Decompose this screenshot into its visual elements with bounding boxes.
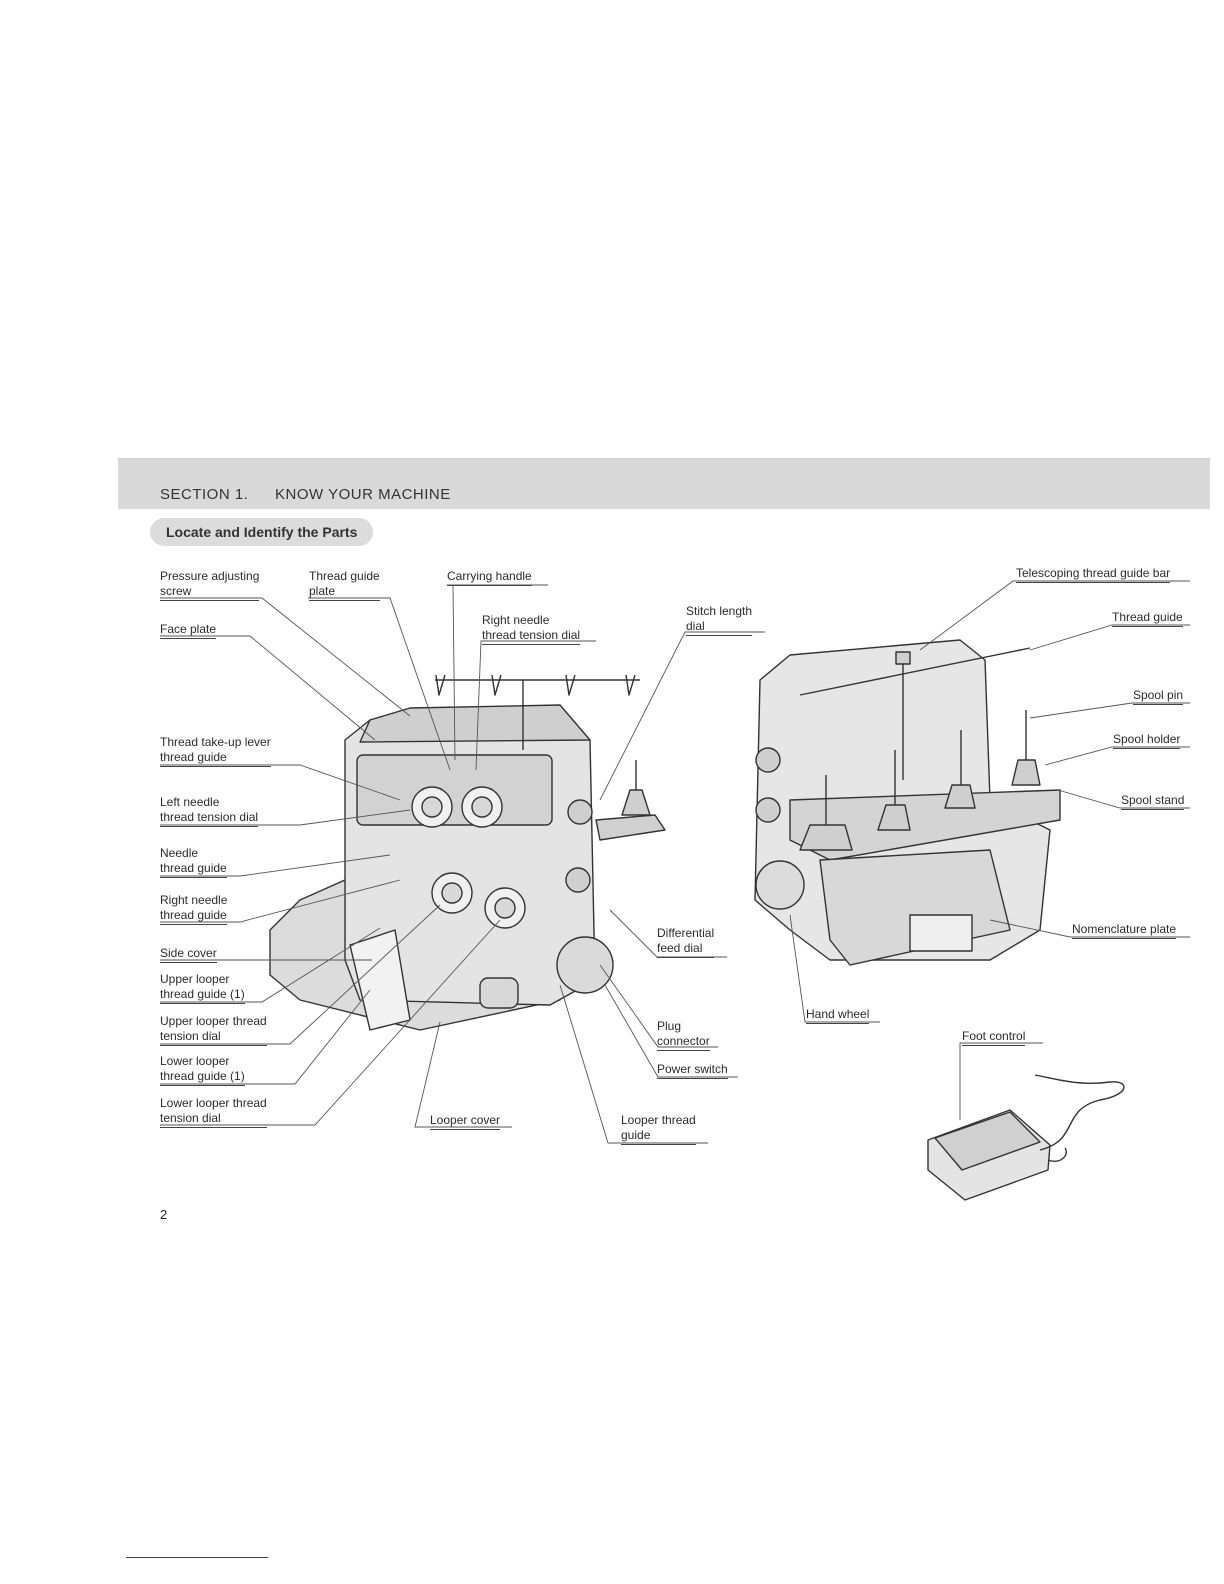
label-thread-guide-plate: Thread guide plate (309, 569, 380, 601)
label-thread-take-up-lever-thread-guide: Thread take-up lever thread guide (160, 735, 271, 767)
footnote-rule (126, 1557, 268, 1558)
label-right-needle-thread-tension-dial: Right needle thread tension dial (482, 613, 581, 645)
label-carrying-handle: Carrying handle (447, 569, 532, 586)
page-number: 2 (160, 1207, 168, 1222)
section-heading: SECTION 1. KNOW YOUR MACHINE (160, 486, 451, 503)
section-number: SECTION 1. (160, 486, 249, 503)
section-header-bar (118, 458, 1210, 509)
label-upper-looper-thread-guide: Upper looper thread guide (1) (160, 972, 245, 1004)
label-spool-holder: Spool holder (1113, 732, 1181, 749)
section-title: KNOW YOUR MACHINE (275, 486, 451, 503)
label-differential-feed-dial: Differential feed dial (657, 926, 715, 958)
label-spool-stand: Spool stand (1121, 793, 1185, 810)
leader-lines (160, 580, 1190, 1144)
foot-control-illustration (927, 1074, 1125, 1201)
front-machine-illustration (269, 674, 666, 1031)
label-right-needle-thread-guide: Right needle thread guide (160, 893, 228, 925)
label-lower-looper-thread-guide: Lower looper thread guide (1) (160, 1054, 245, 1086)
label-plug-connector: Plug connector (657, 1019, 710, 1051)
label-foot-control: Foot control (962, 1029, 1026, 1046)
label-telescoping-thread-guide-bar: Telescoping thread guide bar (1016, 566, 1171, 583)
label-hand-wheel: Hand wheel (806, 1007, 870, 1024)
subsection-title: Locate and Identify the Parts (150, 518, 374, 546)
label-looper-cover: Looper cover (430, 1113, 501, 1130)
label-face-plate: Face plate (160, 622, 217, 639)
label-side-cover: Side cover (160, 946, 217, 963)
label-power-switch: Power switch (657, 1062, 728, 1079)
label-nomenclature-plate: Nomenclature plate (1072, 922, 1177, 939)
label-lower-looper-thread-tension-dial: Lower looper thread tension dial (160, 1096, 267, 1128)
label-pressure-adjusting-screw: Pressure adjusting screw (160, 569, 260, 601)
label-stitch-length-dial: Stitch length dial (686, 604, 753, 636)
label-spool-pin: Spool pin (1133, 688, 1184, 705)
rear-machine-illustration (754, 639, 1061, 966)
label-thread-guide: Thread guide (1112, 610, 1183, 627)
label-left-needle-thread-tension-dial: Left needle thread tension dial (160, 795, 259, 827)
label-upper-looper-thread-tension-dial: Upper looper thread tension dial (160, 1014, 267, 1046)
label-needle-thread-guide: Needle thread guide (160, 846, 227, 878)
label-looper-thread-guide: Looper thread guide (621, 1113, 696, 1145)
